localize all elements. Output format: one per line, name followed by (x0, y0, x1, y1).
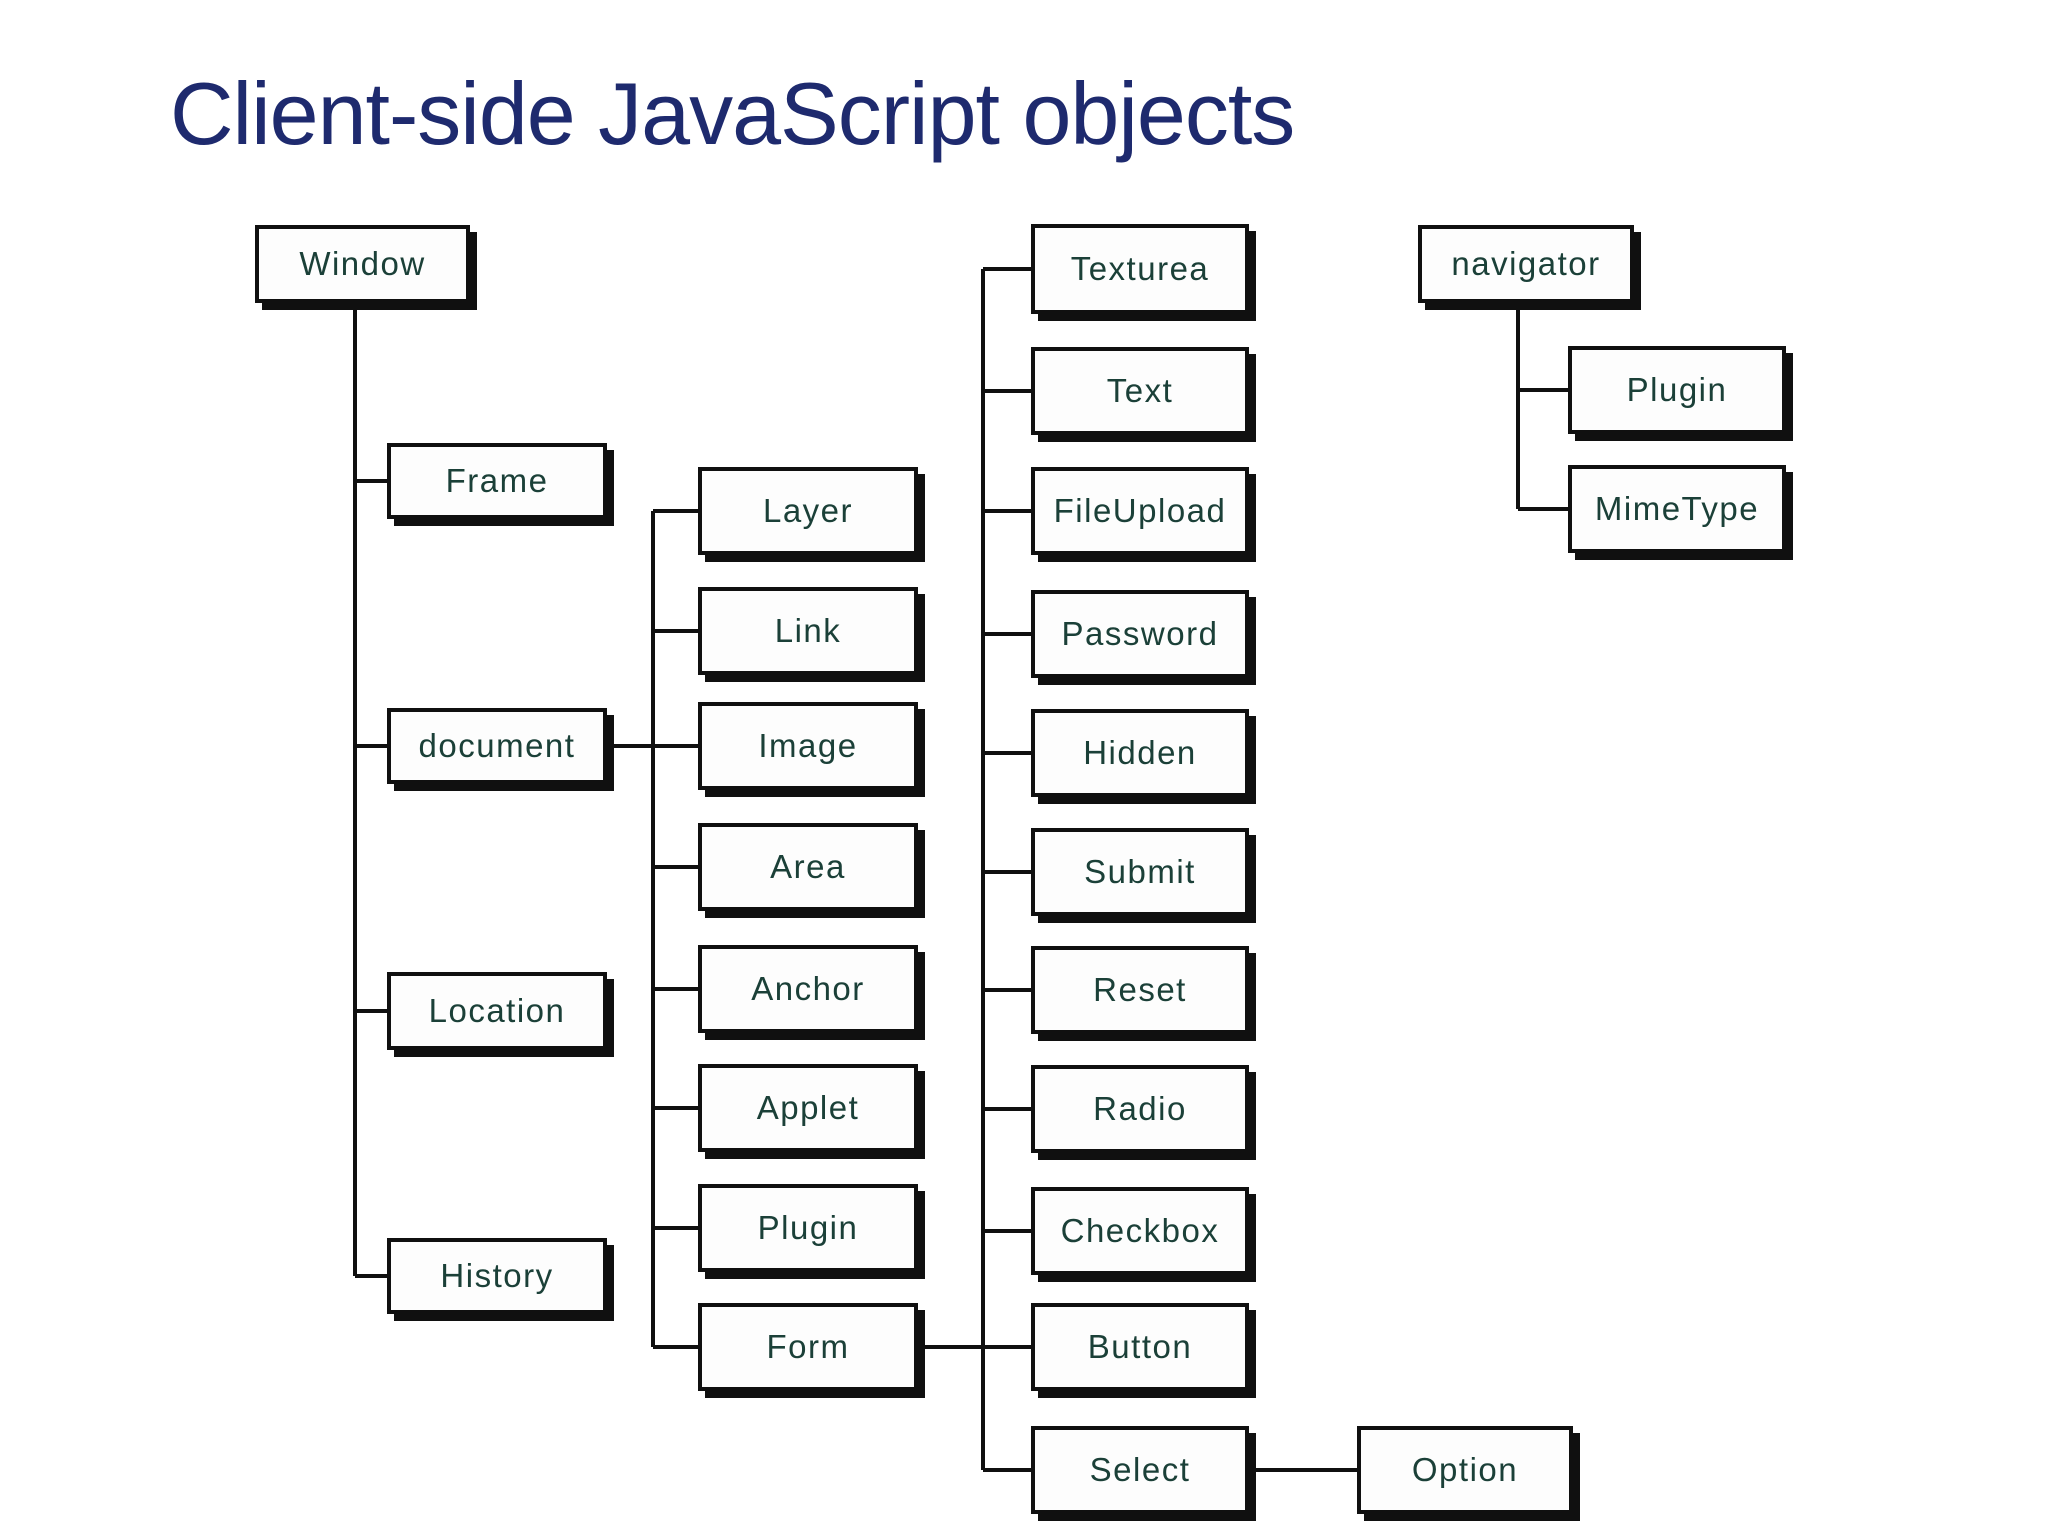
node-window: Window (255, 225, 470, 303)
node-checkbox: Checkbox (1031, 1187, 1249, 1275)
node-navigator: navigator (1418, 225, 1634, 303)
page-title: Client-side JavaScript objects (170, 64, 1295, 163)
node-area: Area (698, 823, 918, 911)
node-mimetype: MimeType (1568, 465, 1786, 553)
node-option: Option (1357, 1426, 1573, 1514)
node-image: Image (698, 702, 918, 790)
node-fileupload: FileUpload (1031, 467, 1249, 555)
node-history: History (387, 1238, 607, 1314)
node-password: Password (1031, 590, 1249, 678)
node-form: Form (698, 1303, 918, 1391)
node-submit: Submit (1031, 828, 1249, 916)
node-layer: Layer (698, 467, 918, 555)
node-reset: Reset (1031, 946, 1249, 1034)
node-frame: Frame (387, 443, 607, 519)
node-plugin-navigator: Plugin (1568, 346, 1786, 434)
node-texturea: Texturea (1031, 224, 1249, 314)
node-button: Button (1031, 1303, 1249, 1391)
node-plugin-document: Plugin (698, 1184, 918, 1272)
node-text: Text (1031, 347, 1249, 435)
node-document: document (387, 708, 607, 784)
node-link: Link (698, 587, 918, 675)
node-hidden: Hidden (1031, 709, 1249, 797)
node-anchor: Anchor (698, 945, 918, 1033)
node-radio: Radio (1031, 1065, 1249, 1153)
node-select: Select (1031, 1426, 1249, 1514)
node-applet: Applet (698, 1064, 918, 1152)
node-location: Location (387, 972, 607, 1050)
